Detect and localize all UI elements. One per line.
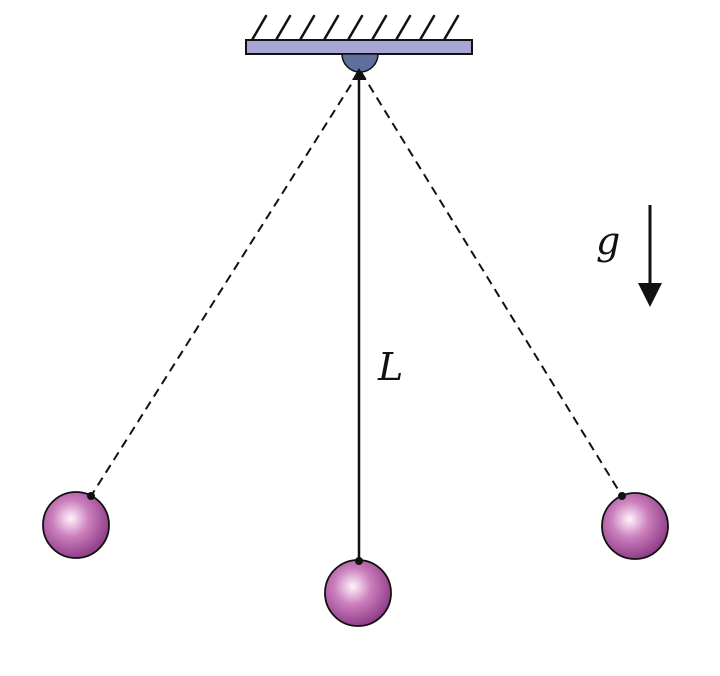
arrow-down-icon: [638, 205, 662, 307]
support-hatching: [250, 14, 460, 42]
left-bob: [42, 491, 110, 559]
pivot-icon: [341, 53, 379, 73]
gravity-label: g: [596, 219, 620, 263]
length-label: L: [377, 345, 403, 389]
left-string: [90, 71, 360, 497]
right-string: [360, 71, 623, 497]
support-bar: [245, 39, 473, 55]
center-bob: [324, 559, 392, 627]
right-bob: [601, 492, 669, 560]
string-tip: [352, 68, 366, 80]
right-bob-attachment: [618, 492, 626, 500]
center-bob-attachment: [355, 557, 363, 565]
left-bob-attachment: [87, 492, 95, 500]
